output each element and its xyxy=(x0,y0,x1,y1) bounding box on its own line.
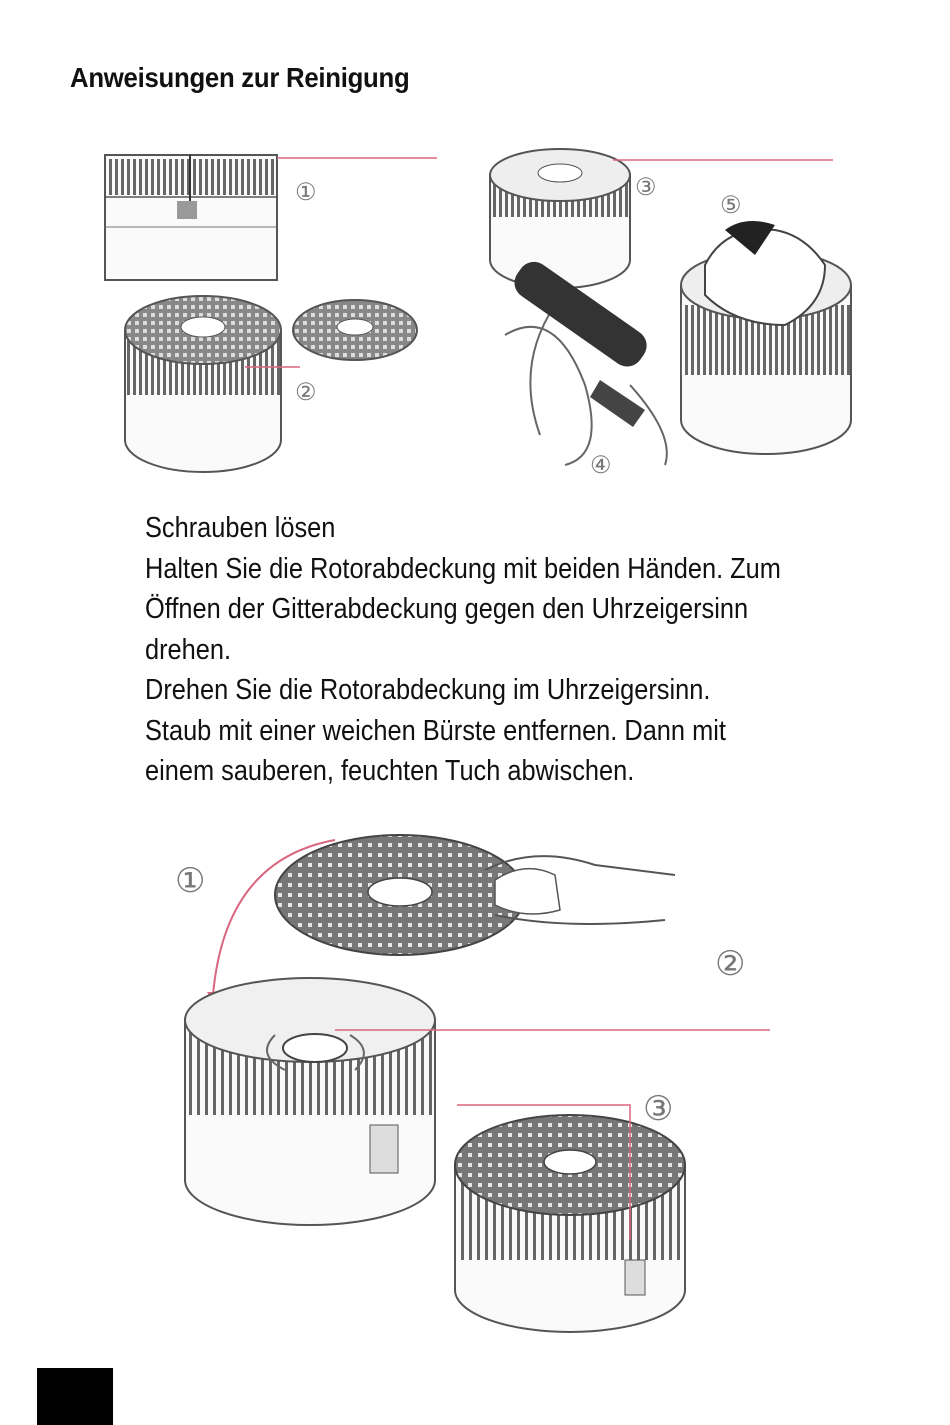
step-line-3: Öffnen der Gitterabdeckung gegen den Uhr… xyxy=(145,593,749,625)
rotor-cover-drawing-bottom: ① ② ③ xyxy=(175,834,770,1333)
device-open-top xyxy=(489,148,833,289)
open-device-with-rotor xyxy=(184,977,770,1226)
step-line-6: Staub mit einer weichen Bürste entfernen… xyxy=(145,714,726,747)
cleaning-steps-drawing-top: ① ② ③ xyxy=(104,148,852,479)
lifted-grille-cover xyxy=(274,834,676,956)
closed-device-with-cover xyxy=(454,1104,686,1333)
cleaning-illustration-bottom: ① ② ③ xyxy=(165,820,785,1360)
cleaning-illustration-top: ① ② ③ xyxy=(85,135,875,495)
callout-3: ③ xyxy=(643,1090,673,1128)
callout-1: ① xyxy=(295,179,317,206)
callout-2: ② xyxy=(295,379,317,406)
step-line-2: Halten Sie die Rotorabdeckung mit beiden… xyxy=(145,552,781,585)
callout-5: ⑤ xyxy=(720,192,742,219)
callout-2: ② xyxy=(715,945,745,983)
callout-1: ① xyxy=(175,862,205,900)
step-line-5: Drehen Sie die Rotorabdeckung im Uhrzeig… xyxy=(145,674,711,706)
hand-wiping-device xyxy=(680,221,852,455)
step-line-4: drehen. xyxy=(145,633,232,666)
grille-disc xyxy=(292,299,418,361)
page-corner-tab xyxy=(37,1368,113,1425)
cleaning-instructions: Schrauben lösen Halten Sie die Rotorabde… xyxy=(145,508,845,792)
page-title: Anweisungen zur Reinigung xyxy=(70,62,410,93)
callout-4: ④ xyxy=(590,452,612,479)
brush-cleaning-rotor xyxy=(504,261,668,466)
device-with-grille xyxy=(124,295,300,473)
device-front-view xyxy=(104,154,437,281)
step-line-7: einem sauberen, feuchten Tuch abwischen. xyxy=(145,755,635,787)
step-line-1: Schrauben lösen xyxy=(145,512,336,544)
callout-3: ③ xyxy=(635,174,657,201)
